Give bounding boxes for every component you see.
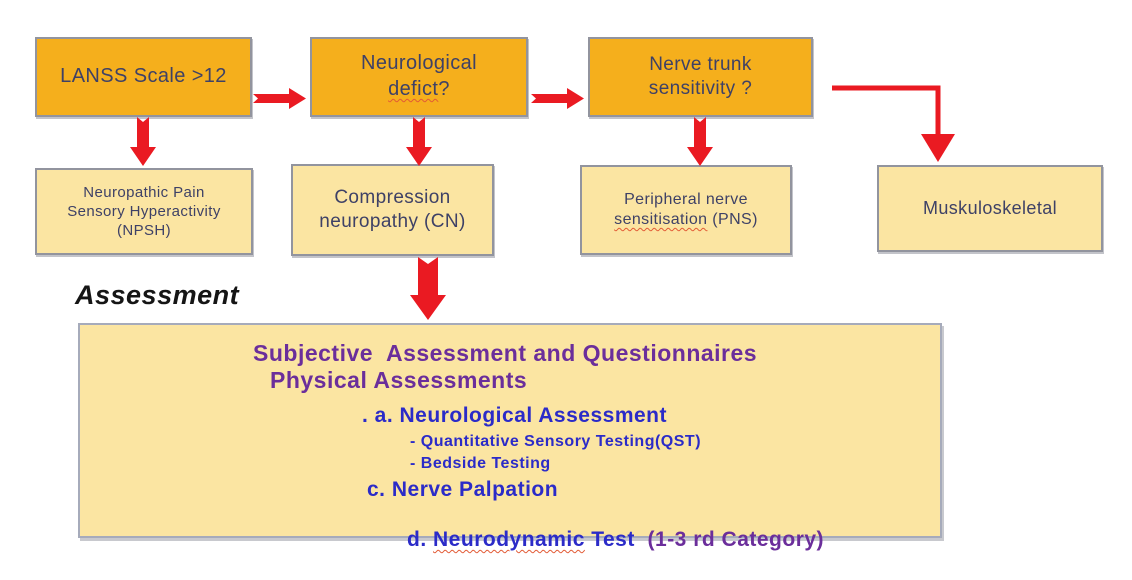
box-peripheral-nerve-sensitisation: Peripheral nerve sensitisation (PNS) xyxy=(580,165,792,255)
assessment-line-palpation: c. Nerve Palpation xyxy=(367,478,559,501)
arrow-lanss-to-neurological xyxy=(253,88,306,109)
assessment-line-neurodynamic: d. Neurodynamic Test (1-3 rd Category) xyxy=(407,528,825,551)
assessment-line-bedside: - Bedside Testing xyxy=(410,455,551,472)
assessment-heading: Assessment xyxy=(75,280,240,310)
box-label: Neuropathic Pain Sensory Hyperactivity (… xyxy=(67,183,221,240)
box-label: LANSS Scale >12 xyxy=(60,65,227,88)
assessment-line-qst: - Quantitative Sensory Testing(QST) xyxy=(410,433,702,450)
arrow-neurological-to-cn xyxy=(406,117,432,166)
arrow-cn-to-assessment xyxy=(410,257,446,320)
box-nerve-trunk-sensitivity: Nerve trunk sensitivity ? xyxy=(588,37,813,117)
assessment-panel: Subjective Assessment and Questionnaires… xyxy=(78,323,942,551)
arrow-neurological-to-nervetrunk xyxy=(531,88,584,109)
box-label: Nerve trunk sensitivity ? xyxy=(648,53,753,99)
arrow-nervetrunk-to-pns xyxy=(687,117,713,166)
box-label: Peripheral nerve sensitisation (PNS) xyxy=(614,190,758,228)
category-note: (1-3 rd Category) xyxy=(647,528,825,551)
box-npsh: Neuropathic Pain Sensory Hyperactivity (… xyxy=(35,168,253,255)
arrow-nervetrunk-to-musculoskeletal xyxy=(832,85,955,162)
misspelled-word: Neurodynamic xyxy=(433,528,585,551)
arrow-lanss-to-npsh xyxy=(130,117,156,166)
box-label: Muskuloskeletal xyxy=(922,197,1058,218)
misspelled-word: sensitisation xyxy=(614,211,708,228)
box-neurological-deficit: Neurological defict? xyxy=(310,37,528,117)
box-lanss-scale: LANSS Scale >12 xyxy=(35,37,252,117)
box-label: Neurological defict? xyxy=(361,52,477,100)
box-label: Compression neuropathy (CN) xyxy=(319,186,466,232)
misspelled-word: defict xyxy=(388,78,439,100)
assessment-line-neurological: . a. Neurological Assessment xyxy=(362,404,667,427)
assessment-line-subjective: Subjective Assessment and Questionnaires xyxy=(253,340,758,366)
box-compression-neuropathy: Compression neuropathy (CN) xyxy=(291,164,494,256)
box-musculoskeletal: Muskuloskeletal xyxy=(877,165,1103,252)
assessment-line-physical: Physical Assessments xyxy=(270,367,528,393)
